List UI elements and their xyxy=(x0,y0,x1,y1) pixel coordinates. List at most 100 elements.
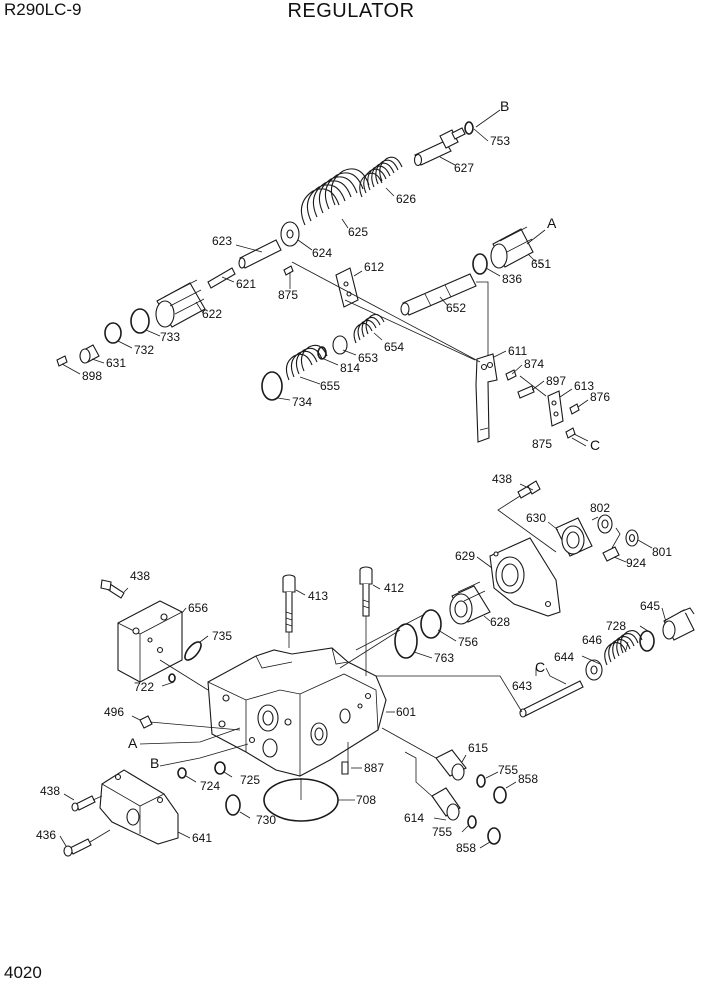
part-733-o-ring xyxy=(130,308,150,334)
label-897: 897 xyxy=(546,374,566,388)
label-734: 734 xyxy=(292,395,312,409)
label-887: 887 xyxy=(364,761,384,775)
label-733: 733 xyxy=(160,330,180,344)
part-436-bolt xyxy=(63,838,92,857)
part-924-set-screw xyxy=(602,546,620,562)
label-653: 653 xyxy=(358,351,378,365)
label-630: 630 xyxy=(526,511,546,525)
label-735: 735 xyxy=(212,629,232,643)
label-438-a: 438 xyxy=(492,472,512,486)
label-641: 641 xyxy=(192,831,212,845)
label-753: 753 xyxy=(490,134,510,148)
part-646-spring xyxy=(604,630,643,666)
label-645: 645 xyxy=(640,599,660,613)
label-413: 413 xyxy=(308,589,328,603)
part-627-stem xyxy=(413,127,466,167)
label-628: 628 xyxy=(490,615,510,629)
label-801: 801 xyxy=(652,545,672,559)
label-858-b: 858 xyxy=(456,841,476,855)
label-438-c: 438 xyxy=(40,784,60,798)
part-643-pilot-piston xyxy=(519,680,584,718)
part-611-lever xyxy=(475,353,498,443)
label-614: 614 xyxy=(404,811,424,825)
part-438-bolt-top xyxy=(517,480,541,499)
part-756-o-ring xyxy=(420,609,442,639)
label-615: 615 xyxy=(468,741,488,755)
label-627: 627 xyxy=(454,161,474,175)
label-629: 629 xyxy=(455,549,475,563)
ref-B-bottom: B xyxy=(150,755,159,771)
label-624: 624 xyxy=(312,246,332,260)
label-651: 651 xyxy=(531,257,551,271)
label-643: 643 xyxy=(512,679,532,693)
part-641-cover xyxy=(99,769,179,845)
label-622: 622 xyxy=(202,307,222,321)
part-654-spring xyxy=(353,313,385,344)
ref-C-bottom: C xyxy=(535,659,545,675)
part-413-bolt xyxy=(282,574,296,633)
part-496-plug xyxy=(139,715,153,729)
ref-B-top: B xyxy=(500,98,509,114)
label-438-b: 438 xyxy=(130,569,150,583)
label-644: 644 xyxy=(554,650,574,664)
page-number: 4020 xyxy=(4,963,42,982)
part-724-o-ring xyxy=(177,767,187,779)
label-924: 924 xyxy=(626,556,646,570)
part-898-pin xyxy=(56,355,68,367)
part-652-spool xyxy=(400,273,477,316)
label-655: 655 xyxy=(320,379,340,393)
label-626: 626 xyxy=(396,192,416,206)
part-625-spring xyxy=(300,168,370,226)
label-654: 654 xyxy=(384,340,404,354)
ref-A-top: A xyxy=(547,215,557,231)
part-438-bolt-left xyxy=(100,579,125,599)
part-628-sleeve xyxy=(449,581,491,625)
part-734-o-ring xyxy=(261,371,283,401)
part-412-bolt xyxy=(359,566,373,617)
label-802: 802 xyxy=(590,501,610,515)
part-615-sleeve xyxy=(435,749,467,781)
label-621: 621 xyxy=(236,277,256,291)
label-601: 601 xyxy=(396,705,416,719)
label-612: 612 xyxy=(364,260,384,274)
part-631-plug xyxy=(79,344,100,364)
part-labels: 753 627 626 625 624 623 621 622 733 732 … xyxy=(36,134,672,855)
part-645-plug xyxy=(662,607,695,641)
part-728-o-ring xyxy=(639,630,655,652)
label-732: 732 xyxy=(134,343,154,357)
label-722: 722 xyxy=(134,680,154,694)
part-725-o-ring xyxy=(214,761,226,775)
leader-lines xyxy=(59,109,667,849)
part-626-spring xyxy=(359,156,403,198)
part-875-pin-lower xyxy=(565,427,576,439)
label-875: 875 xyxy=(278,288,298,302)
part-875-pin xyxy=(283,265,294,276)
label-836: 836 xyxy=(502,272,522,286)
label-708: 708 xyxy=(356,793,376,807)
part-656-cover xyxy=(117,600,183,683)
part-644-seat xyxy=(585,659,603,681)
label-874: 874 xyxy=(524,357,544,371)
part-732-o-ring xyxy=(104,322,122,344)
part-730-o-ring xyxy=(225,794,241,816)
label-876: 876 xyxy=(590,390,610,404)
label-755-b: 755 xyxy=(432,825,452,839)
label-412: 412 xyxy=(384,581,404,595)
label-814: 814 xyxy=(340,361,360,375)
part-735-o-ring xyxy=(184,641,202,661)
part-755-o-ring-bottom xyxy=(467,815,477,829)
label-728: 728 xyxy=(606,619,626,633)
part-624-seat xyxy=(280,221,300,247)
label-898: 898 xyxy=(82,369,102,383)
part-601-casing xyxy=(207,647,387,777)
part-897-pin xyxy=(517,385,535,399)
part-801-nut xyxy=(625,529,639,547)
part-621-rod xyxy=(207,267,236,289)
part-623-pin xyxy=(238,239,282,269)
part-763-o-ring xyxy=(394,623,418,659)
diagram-title: REGULATOR xyxy=(287,0,415,22)
label-611: 611 xyxy=(508,344,527,358)
label-625: 625 xyxy=(348,225,368,239)
label-656: 656 xyxy=(188,601,208,615)
